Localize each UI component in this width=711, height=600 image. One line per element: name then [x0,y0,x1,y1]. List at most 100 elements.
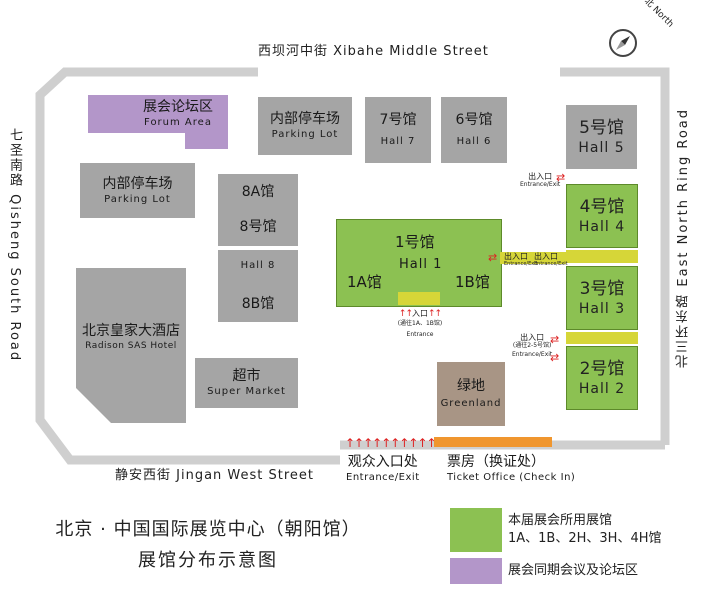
hall-1-en: Hall 1 [399,257,443,272]
hall-8b-label: 8B馆 [241,296,275,312]
hall-7-cn: 7号馆 [379,112,417,128]
hall-6-en: Hall 6 [456,136,492,147]
legend-green-line-1: 本届展会所用展馆 [508,513,613,528]
supermarket: 超市 Super Market [195,358,298,408]
hall-1b-label: 1B馆 [455,273,490,291]
hall-2-entrance-cn: 出入口 [520,333,545,342]
hall-1-east-path [500,252,566,264]
hall-1-east-entrance-arrows: ⇄ [488,251,497,264]
parking-lot-top-en: Parking Lot [271,129,339,140]
parking-lot-left: 内部停车场 Parking Lot [80,163,195,218]
hotel: 北京皇家大酒店 Radison SAS Hotel [76,318,186,358]
map-title: 北京 · 中国国际展览中心（朝阳馆） 展馆分布示意图 [28,517,388,575]
hotel-en: Radison SAS Hotel [85,341,177,351]
hall-1-entrance-note: (通往1A、1B馆) [397,320,443,327]
hall-3-2-path [566,332,638,344]
hall-2-en: Hall 2 [578,380,626,397]
legend: 本届展会所用展馆 1A、1B、2H、3H、4H馆 展会同期会议及论坛区 [450,508,662,584]
ticket-office-en: Ticket Office (Check In) [447,472,576,483]
legend-green-item: 本届展会所用展馆 1A、1B、2H、3H、4H馆 [450,508,662,552]
hall-5-en: Hall 5 [578,139,625,156]
hall-4-3-path [566,250,638,263]
forum-area-en: Forum Area [144,117,212,128]
main-entrance-cn: 观众入口处 [347,454,418,470]
map-title-line-2: 展馆分布示意图 [138,550,278,571]
forum-area-cn: 展会论坛区 [143,99,213,115]
hall-2-entrance-en: Entrance/Exit [512,351,553,358]
hall-8-north: 8A馆 8号馆 [218,174,298,246]
forum-area: 展会论坛区 Forum Area [88,95,228,133]
compass: 北 North [604,0,675,62]
hall-4-cn: 4号馆 [579,196,625,217]
hall-6: 6号馆 Hall 6 [441,97,507,163]
hall-5-entrance-en: Entrance/Exit [520,181,561,188]
hall-2-entrance-arrows-lower: ⇄ [550,351,559,364]
hall-5-cn: 5号馆 [579,117,624,138]
main-entrance-arrows: ↑↑↑↑↑↑↑↑↑↑↑↑ [345,436,455,450]
hall-1-east-entrance: 出入口 Entrance/Exit [504,253,538,268]
supermarket-cn: 超市 [232,368,261,384]
hall-7: 7号馆 Hall 7 [365,97,431,163]
hall-1-entrance-path [398,292,440,305]
forum-area-extension [185,133,228,149]
parking-lot-top-cn: 内部停车场 [270,111,340,127]
hall-4: 4号馆 Hall 4 [566,184,638,248]
hall-8a-label: 8A馆 [241,184,275,200]
hall-2-cn: 2号馆 [579,358,625,379]
hotel-shape [76,268,186,423]
hall-8-south: Hall 8 8B馆 [218,250,298,322]
supermarket-en: Super Market [207,386,286,397]
legend-purple-item: 展会同期会议及论坛区 [450,558,662,584]
hall-2: 2号馆 Hall 2 [566,346,638,410]
hall-8-cn: 8号馆 [239,219,277,235]
hall-1-entrance: ↑↑入口↑↑ (通往1A、1B馆) Entrance [394,309,446,338]
hotel-cn: 北京皇家大酒店 [82,323,180,339]
hall-5: 5号馆 Hall 5 [566,105,637,169]
hall-3-4-entrance-cn: 出入口 [534,252,558,261]
hall-3-4-entrance: 出入口 Entrance/Exit [534,253,568,268]
greenland-en: Greenland [440,398,502,409]
hall-7-en: Hall 7 [380,136,416,147]
ticket-office-cn: 票房（换证处） [447,454,545,470]
hall-5-entrance: 出入口 Entrance/Exit [520,172,561,189]
hall-2-entrance-note: (通往2-5号馆) [512,342,552,349]
hall-1-east-entrance-cn: 出入口 [504,252,528,261]
hall-6-cn: 6号馆 [455,112,493,128]
hall-1-cn: 1号馆 [395,233,435,251]
compass-icon [609,29,637,57]
legend-green-line-2: 1A、1B、2H、3H、4H馆 [508,531,662,546]
hall-3-4-entrance-en: Entrance/Exit [534,261,568,267]
greenland-cn: 绿地 [457,378,485,394]
main-entrance: 观众入口处 Entrance/Exit [346,454,420,484]
map-title-line-1: 北京 · 中国国际展览中心（朝阳馆） [55,519,361,540]
hall-5-entrance-arrows: ⇄ [556,171,565,184]
hall-3-cn: 3号馆 [579,278,625,299]
parking-lot-left-cn: 内部停车场 [102,175,173,192]
ticket-office-bar [434,437,552,447]
hall-3-en: Hall 3 [578,300,626,317]
hall-8-en: Hall 8 [240,260,276,271]
street-east: 北三环东路 East North Ring Road [676,108,691,368]
compass-label: 北 North [642,0,675,30]
hall-1-entrance-en: Entrance [406,331,434,338]
legend-purple-text: 展会同期会议及论坛区 [508,563,639,578]
street-north: 西坝河中街 Xibahe Middle Street [258,44,489,59]
hall-5-entrance-cn: 出入口 [528,172,553,181]
hall-1-entrance-arrows: ↑↑ [398,309,413,319]
compass-north-en: North [650,4,676,30]
greenland: 绿地 Greenland [437,362,505,426]
street-west: 七圣南路 Qisheng South Road [7,128,22,363]
main-entrance-en: Entrance/Exit [346,472,420,483]
parking-lot-top: 内部停车场 Parking Lot [258,97,352,155]
hall-1a-label: 1A馆 [347,273,382,291]
ticket-office: 票房（换证处） Ticket Office (Check In) [447,454,575,484]
legend-purple-swatch [450,558,502,584]
hall-3: 3号馆 Hall 3 [566,266,638,330]
hall-1-entrance-cn: 入口 [412,309,428,318]
street-south: 静安西街 Jingan West Street [115,468,315,483]
hall-2-entrance-arrows: ⇄ [550,333,559,346]
hall-1-east-entrance-en: Entrance/Exit [504,261,538,267]
legend-green-text: 本届展会所用展馆 1A、1B、2H、3H、4H馆 [508,512,662,548]
hall-2-entrance: 出入口 (通往2-5号馆) Entrance/Exit [512,333,553,359]
legend-green-swatch [450,508,502,552]
